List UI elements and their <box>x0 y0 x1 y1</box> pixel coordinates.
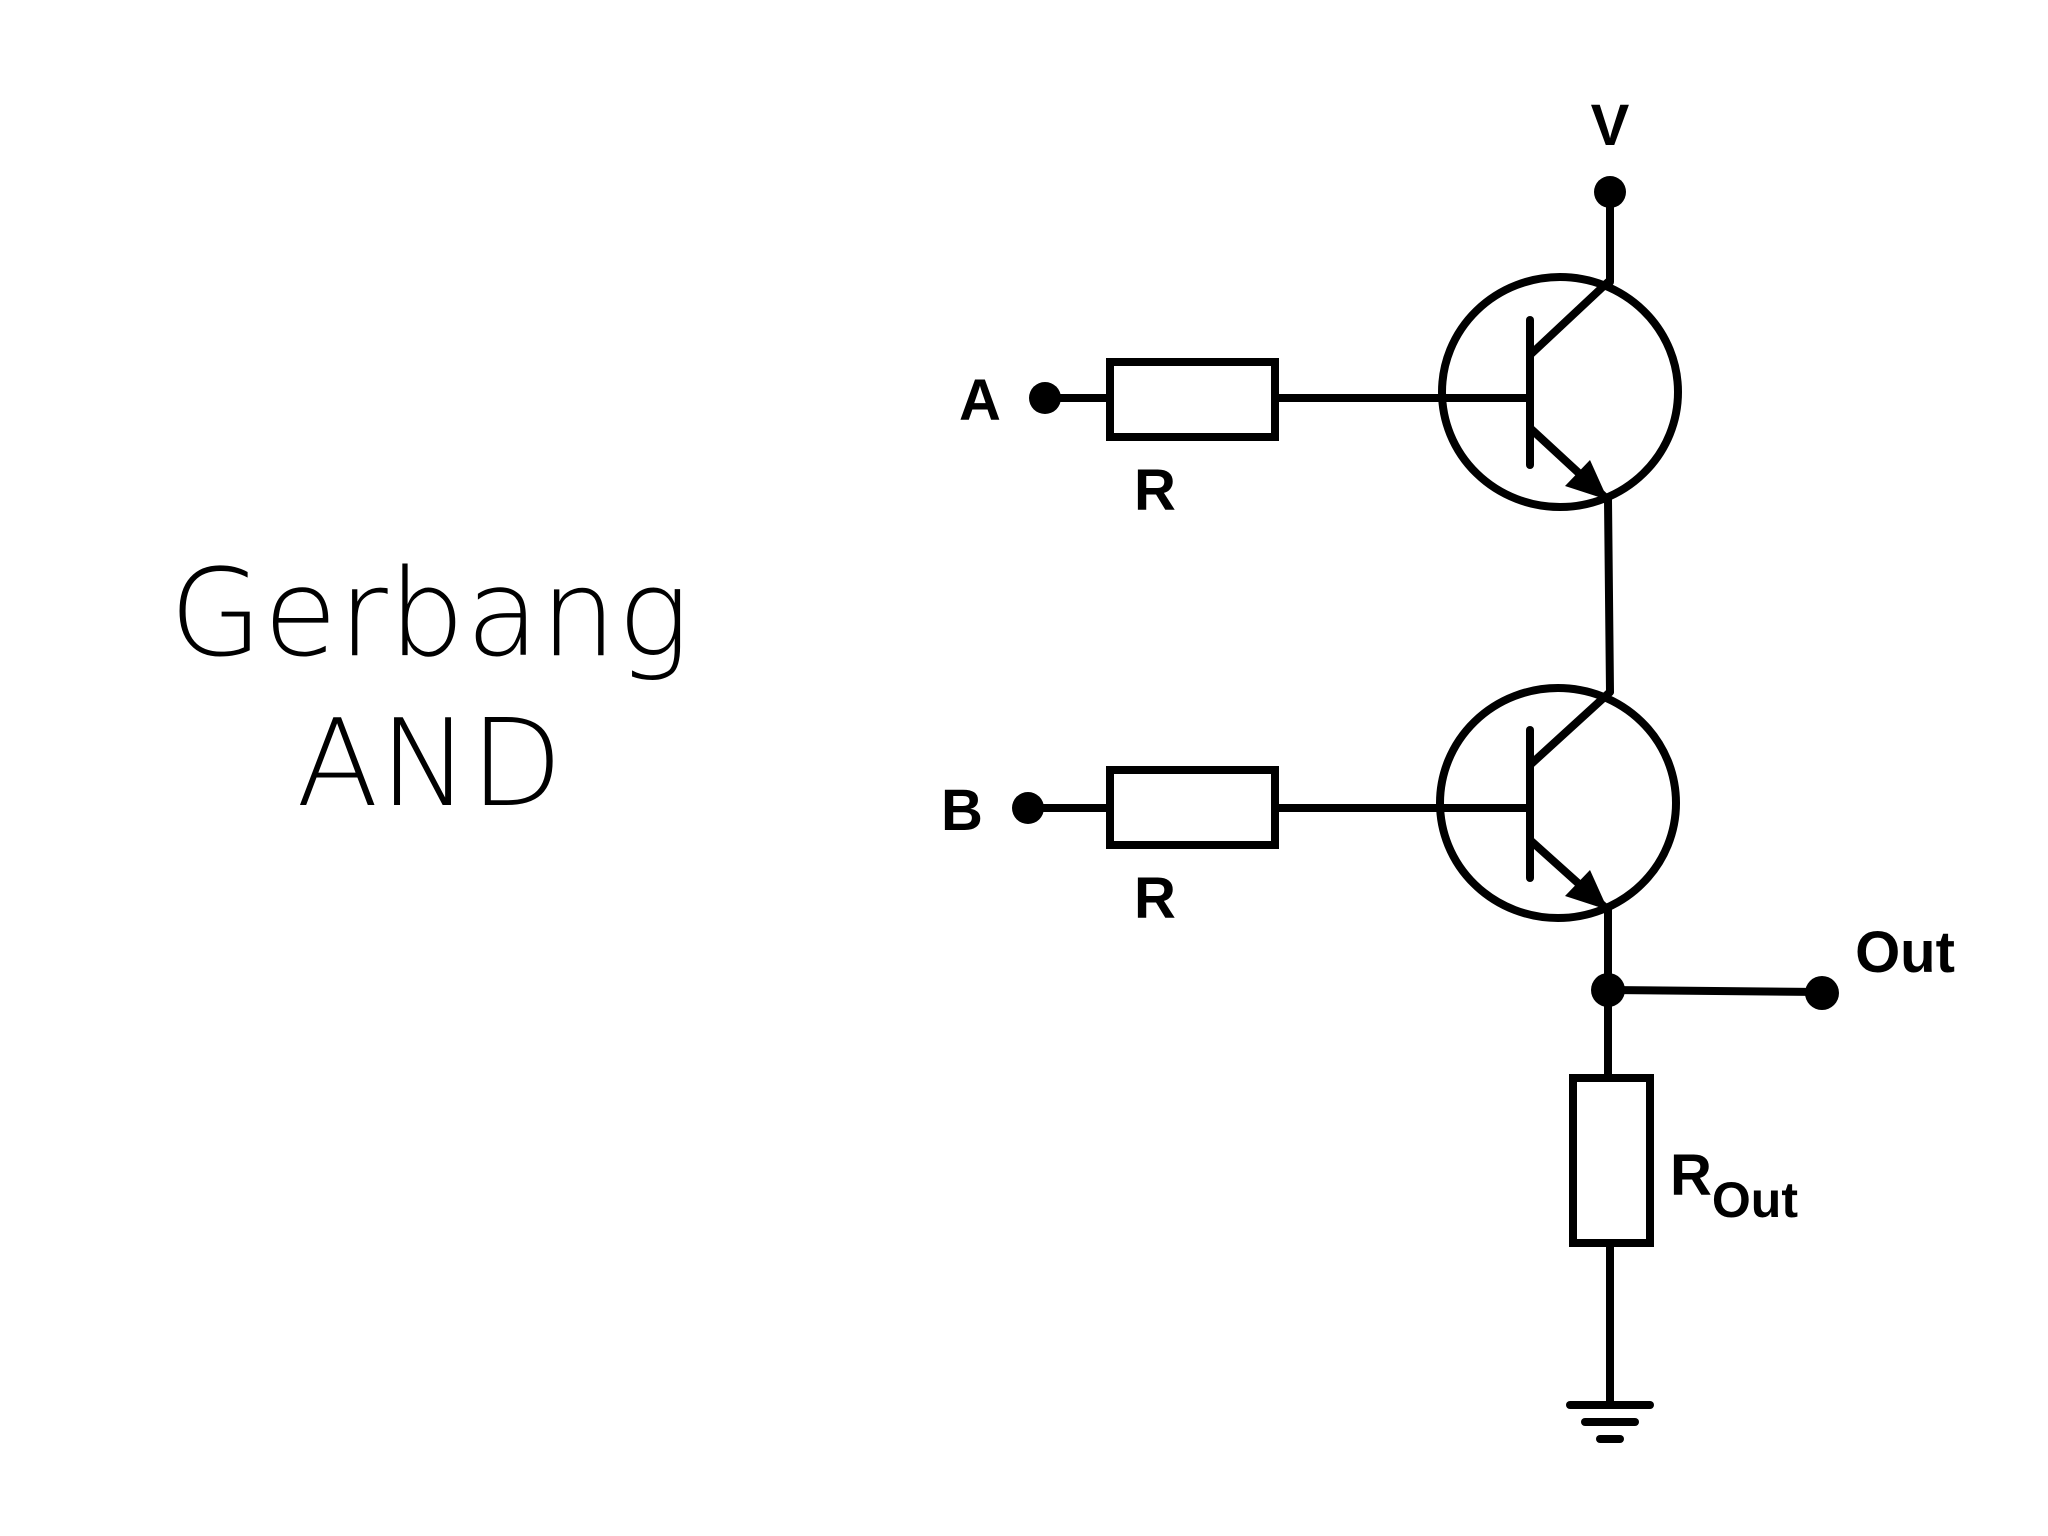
ground-icon <box>1566 1401 1654 1443</box>
output-resistor-label-sub: Out <box>1712 1172 1798 1228</box>
input-a-label: A <box>959 368 1001 433</box>
input-b-label: B <box>941 778 983 843</box>
output-resistor-label-main: R <box>1670 1143 1712 1208</box>
output-wire <box>1604 986 1826 996</box>
supply-label: V <box>1591 93 1630 158</box>
title-line-1: Gerbang <box>169 545 691 684</box>
resistor-b-label: R <box>1134 866 1176 931</box>
emitter-collector-wire <box>1604 496 1614 696</box>
transistor-top <box>1438 273 1682 511</box>
output-resistor <box>1569 1074 1654 1247</box>
resistor-a <box>1106 358 1279 441</box>
resistor-a-label: R <box>1134 458 1176 523</box>
resistor-b <box>1106 766 1279 849</box>
transistor-bottom <box>1436 684 1680 922</box>
slide-title: Gerbang AND <box>150 540 710 840</box>
output-terminal <box>1805 976 1839 1010</box>
title-line-2: AND <box>296 695 564 834</box>
output-resistor-label: ROut <box>1670 1143 1798 1228</box>
output-label: Out <box>1855 920 1955 985</box>
